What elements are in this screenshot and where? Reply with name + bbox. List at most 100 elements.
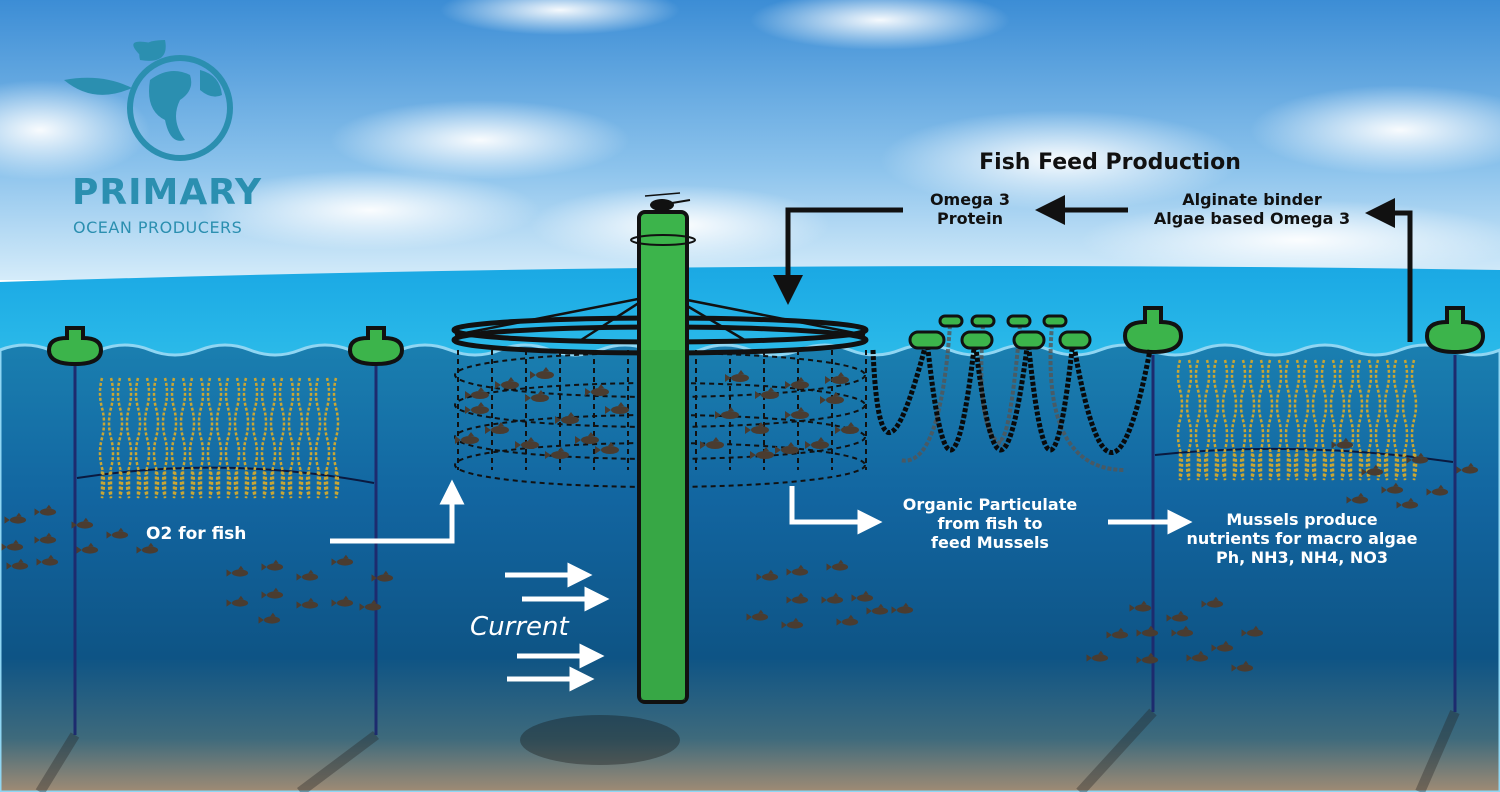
label-line: Omega 3: [929, 190, 1011, 209]
fish-icon: [1231, 660, 1254, 672]
seaweed-strand: [125, 377, 133, 499]
fish-icon: [1186, 650, 1209, 662]
fish-icon: [1106, 627, 1129, 639]
fish-icon: [825, 372, 849, 384]
seaweed-farm-left: [73, 365, 378, 735]
fish-icon: [34, 504, 57, 516]
label-line: from fish to: [937, 514, 1043, 534]
label-line: Protein: [937, 209, 1003, 229]
seaweed-strand: [1239, 359, 1247, 481]
fish-icon: [785, 407, 809, 419]
fish-icon: [359, 599, 382, 611]
arrow-to-cage: [773, 207, 903, 305]
fish-icon: [545, 447, 569, 459]
fish-icon: [1136, 625, 1159, 637]
underwater: [0, 343, 1500, 792]
fish-icon: [1201, 596, 1224, 608]
label-line: Ph, NH3, NH4, NO3: [1215, 548, 1388, 568]
seaweed-strand: [224, 377, 232, 499]
seaweed-strand: [179, 377, 187, 499]
current-label: Current: [470, 612, 569, 642]
fish-icon: [226, 595, 249, 607]
logo-name-secondary: OCEAN PRODUCERS: [73, 218, 243, 237]
helicopter-icon: [644, 192, 691, 212]
logo-name-primary: PRIMARY: [72, 172, 263, 213]
seaweed-strand: [278, 377, 286, 499]
seaweed-strand: [233, 377, 241, 499]
fish-icon: [745, 422, 769, 434]
fish-icon: [296, 569, 319, 581]
label-line: Alginate binder: [1182, 190, 1322, 209]
fish-icon: [1406, 452, 1429, 464]
fish-icon: [835, 422, 859, 434]
fish-icon: [76, 542, 99, 554]
fish-icon: [465, 402, 489, 414]
seaweed-strand: [1176, 359, 1184, 481]
fish-icon: [71, 517, 94, 529]
label-line: Mussels produce: [1226, 510, 1378, 529]
buoy: [46, 326, 104, 367]
fish-icon: [1331, 437, 1354, 449]
fish-icon: [261, 587, 284, 599]
seaweed-strand: [188, 377, 196, 499]
seaweed-strand: [1356, 359, 1364, 481]
seaweed-strand: [1284, 359, 1292, 481]
fish-icon: [4, 512, 27, 524]
fish-icon: [1361, 464, 1384, 476]
seaweed-strand: [1401, 359, 1409, 481]
fish-icon: [331, 595, 354, 607]
buoy: [347, 326, 405, 367]
globe-with-leaves-icon: [64, 40, 233, 161]
seaweed-strand: [116, 377, 124, 499]
fish-icon: [756, 569, 779, 581]
seaweed-strand: [1230, 359, 1238, 481]
fish-icon: [1241, 625, 1264, 637]
seaweed-strand: [1257, 359, 1265, 481]
fish-icon: [1346, 492, 1369, 504]
seaweed-strand: [305, 377, 313, 499]
seaweed-strand: [152, 377, 160, 499]
fish-icon: [851, 590, 874, 602]
fish-icon: [700, 437, 724, 449]
seaweed-strand: [143, 377, 151, 499]
seaweed-strand: [1302, 359, 1310, 481]
seaweed-strand: [287, 377, 295, 499]
fish-icon: [781, 617, 804, 629]
fish-icon: [495, 377, 519, 389]
seaweed-strand: [1185, 359, 1193, 481]
fish-icon: [786, 564, 809, 576]
fish-icon: [891, 602, 914, 614]
omega-protein-label: Omega 3 Protein: [910, 190, 1030, 228]
fish-icon: [1, 539, 24, 551]
fish-icon: [106, 527, 129, 539]
mussels-nutrients-label: Mussels produce nutrients for macro alga…: [1182, 510, 1422, 568]
mussel-lines: [870, 314, 1153, 472]
fish-icon: [1086, 650, 1109, 662]
label-line: Algae based Omega 3: [1153, 209, 1351, 229]
arrow-from-algae: [1365, 198, 1413, 342]
fish-icon: [555, 412, 579, 424]
fish-icon: [805, 437, 829, 449]
o2-label: O2 for fish: [146, 524, 247, 544]
clouds: [0, 0, 1500, 280]
fish-icon: [485, 422, 509, 434]
seaweed-strand: [134, 377, 142, 499]
seaweed-strand: [98, 377, 106, 499]
fish-icon: [785, 377, 809, 389]
seaweed-strand: [1275, 359, 1283, 481]
fish-icon: [821, 592, 844, 604]
feed-arrows: [773, 195, 1413, 342]
fish-icon: [836, 614, 859, 626]
fish-icon: [775, 442, 799, 454]
central-pillar: [630, 210, 696, 704]
fish-icon: [1171, 625, 1194, 637]
fish-icon: [575, 432, 599, 444]
seaweed-strand: [1320, 359, 1328, 481]
seaweed-strand: [197, 377, 205, 499]
organic-particulate-label: Organic Particulate from fish to feed Mu…: [880, 495, 1100, 553]
fish-icon: [261, 559, 284, 571]
label-line: feed Mussels: [931, 533, 1049, 553]
seaweed-strand: [1392, 359, 1400, 481]
seaweed-strand: [206, 377, 214, 499]
seabed-shadows: [35, 708, 1460, 792]
